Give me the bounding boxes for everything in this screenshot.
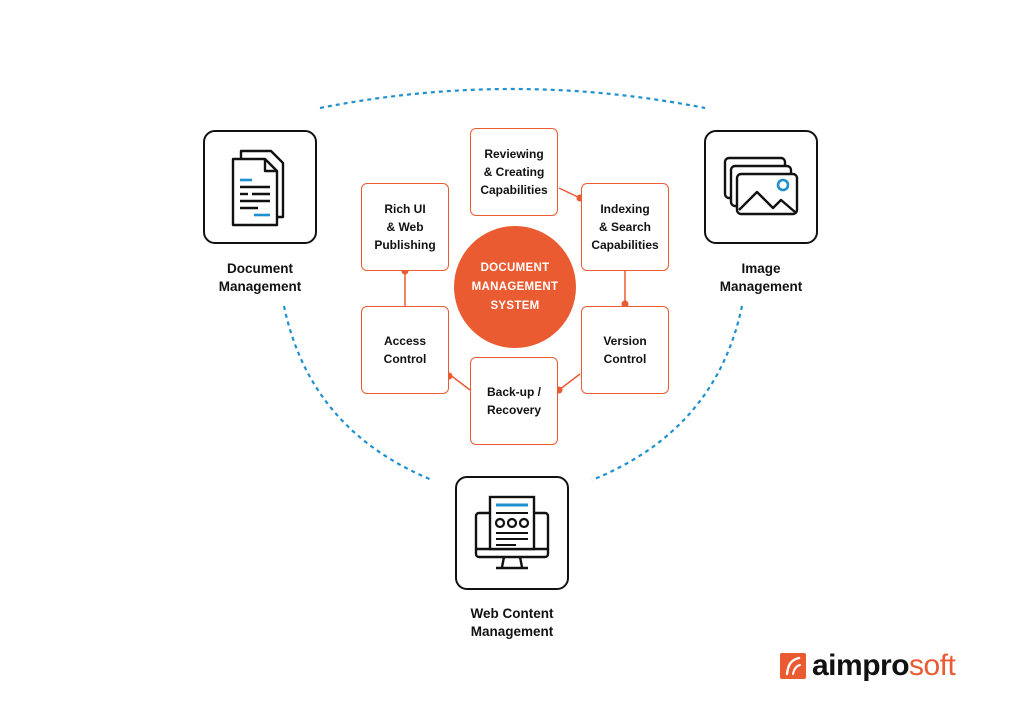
feature-rich-ui-web-publishing: Rich UI & Web Publishing [361,183,449,271]
feature-backup-recovery: Back-up / Recovery [470,357,558,445]
image-gallery-icon [723,156,799,216]
feature-version-control: Version Control [581,306,669,394]
web-content-management-box [455,476,569,590]
connector-dot [621,300,629,308]
document-management-box [203,130,317,244]
aimprosoft-logo: aimprosoft [780,646,956,686]
logo-mark-icon [780,653,806,679]
web-monitor-icon [474,495,550,570]
web-content-management-label: Web Content Management [470,606,554,639]
connector-version-backup [558,373,581,391]
connector-backup-access [448,373,471,391]
image-management-box [704,130,818,244]
logo-wordmark: aimprosoft [812,649,956,682]
center-document-management-system: DOCUMENT MANAGEMENT SYSTEM [454,226,576,348]
dashed-arc-top [319,87,706,110]
feature-access-control: Access Control [361,306,449,394]
document-management-label: Document Management [218,261,302,294]
image-management-label: Image Management [719,261,803,294]
document-icon [231,149,285,227]
feature-indexing-search: Indexing & Search Capabilities [581,183,669,271]
feature-reviewing-creating: Reviewing & Creating Capabilities [470,128,558,216]
connector-reviewing-indexing [558,187,581,199]
